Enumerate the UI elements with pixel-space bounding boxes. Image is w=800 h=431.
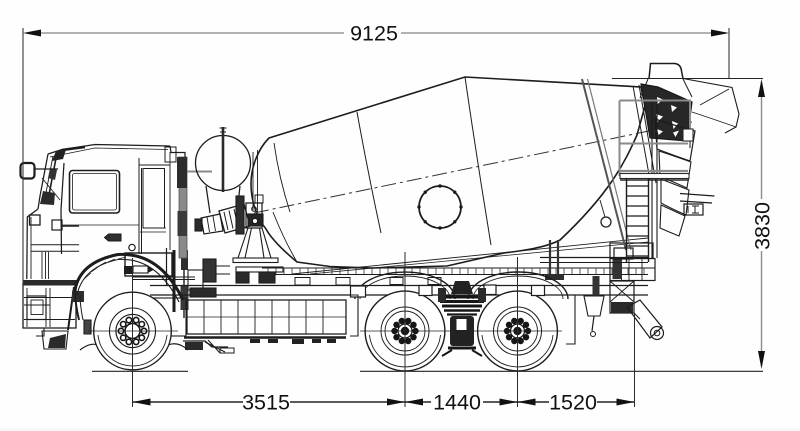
svg-text:1440: 1440 <box>433 391 481 415</box>
svg-text:9125: 9125 <box>350 22 398 46</box>
svg-text:3515: 3515 <box>242 391 290 415</box>
svg-text:3830: 3830 <box>751 202 775 250</box>
svg-text:1520: 1520 <box>549 391 597 415</box>
